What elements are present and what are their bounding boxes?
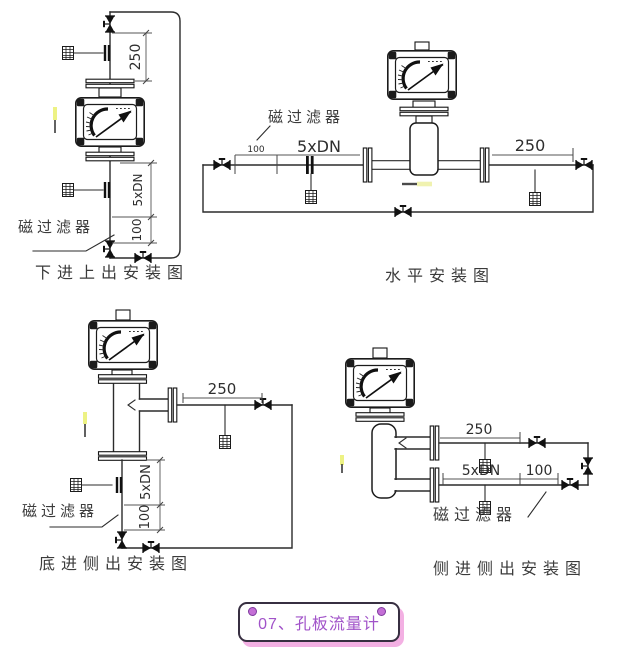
drain-plug-icon (62, 46, 74, 60)
valve-icon (254, 398, 272, 411)
magnetic-filter-label: 磁过滤器 (268, 109, 344, 126)
dim-5xdn-label: 5xDN (297, 137, 341, 156)
bypass-pipe (109, 11, 181, 259)
tap-flange-icon (103, 45, 111, 61)
gauge-stub (414, 41, 430, 51)
gauge-stub (115, 309, 131, 321)
meter-body (371, 423, 397, 499)
flow-direction-highlight (83, 412, 87, 424)
dim-5xdn-label: 5xDN (462, 463, 500, 479)
magnetic-filter-label: 磁过滤器 (433, 506, 517, 524)
gauge-stub (372, 347, 388, 359)
flow-meter-gauge (344, 357, 416, 409)
flow-direction-highlight (53, 107, 57, 120)
dim-250-label: 250 (208, 380, 237, 398)
flow-arrow (398, 437, 407, 449)
leader-line (49, 514, 119, 528)
leader-line (32, 234, 115, 252)
drain-plug-icon (70, 478, 82, 492)
flow-meter-gauge (386, 49, 458, 101)
valve-icon (213, 158, 231, 171)
dim-100-label: 100 (138, 505, 153, 530)
diagram-caption: 水平安装图 (385, 267, 495, 285)
leader-line (527, 491, 547, 518)
leader-line (256, 125, 271, 141)
meter-neck (415, 115, 433, 124)
dim-250-label: 250 (515, 136, 546, 155)
bypass-valve-icon (581, 457, 594, 475)
flange-icon (479, 147, 490, 183)
decorative-dot-right-icon (377, 607, 386, 616)
drain-plug-icon (305, 190, 317, 204)
magnetic-filter-label: 磁过滤器 (18, 219, 94, 236)
meter-body (409, 122, 439, 176)
diagram-caption: 底进侧出安装图 (39, 555, 193, 573)
valve-icon (561, 478, 579, 491)
flow-direction-highlight (417, 181, 432, 187)
diagram-bottom-in-side-out: 250 5xDN 100 磁过滤器 底进侧出安装图 (22, 309, 293, 573)
diagram-caption: 下进上出安装图 (35, 264, 189, 282)
flange-icon (399, 106, 449, 117)
dim-100-label: 100 (526, 463, 553, 479)
dim-250-label: 250 (466, 422, 493, 438)
bypass-valve-icon (142, 541, 160, 554)
flow-arrow (127, 399, 136, 411)
flange-icon (355, 412, 405, 422)
section-title: 07、孔板流量计 (258, 616, 380, 633)
diagram-caption: 侧进侧出安装图 (433, 560, 587, 578)
tap-flange-icon (115, 477, 123, 493)
flange-icon (362, 147, 373, 183)
valve-icon (575, 158, 593, 171)
bypass-valve-icon (134, 251, 152, 264)
tap-flange-icon (103, 182, 111, 198)
flow-direction-highlight (340, 455, 344, 465)
flange-icon (429, 467, 440, 503)
diagram-side-in-side-out: 250 5xDN 100 磁过滤器 侧进侧出安装图 (340, 347, 594, 578)
flange-icon (97, 374, 148, 384)
diagram-bottom-in-top-out: 250 5xDN 100 磁过滤器 下进上出安装图 (18, 11, 189, 282)
magnetic-filter-label: 磁过滤器 (22, 503, 98, 520)
dim-5xdn-label: 5xDN (139, 464, 154, 500)
drain-plug-icon (219, 435, 231, 449)
flange-icon (97, 451, 148, 461)
drain-plug-icon (529, 192, 541, 206)
dim-100-label: 100 (247, 145, 264, 155)
valve-icon (528, 436, 546, 449)
decorative-dot-left-icon (248, 607, 257, 616)
bypass-valve-icon (394, 205, 412, 218)
flange-icon (429, 425, 440, 461)
valve-icon (115, 531, 128, 549)
bypass-pipe (121, 404, 293, 549)
valve-icon (103, 15, 116, 33)
diagram-horizontal: 100 5xDN 250 磁过滤器 水平安装图 (202, 41, 594, 285)
dim-100-label: 100 (130, 219, 144, 242)
flow-meter-gauge (74, 96, 146, 148)
section-title-card: 07、孔板流量计 (238, 602, 400, 642)
dim-5xdn-label: 5xDN (131, 174, 145, 207)
dim-250-label: 250 (128, 44, 144, 71)
flange-icon (167, 387, 178, 423)
drain-plug-icon (62, 183, 74, 197)
flow-meter-gauge (87, 319, 159, 371)
meter-neck (98, 87, 122, 98)
